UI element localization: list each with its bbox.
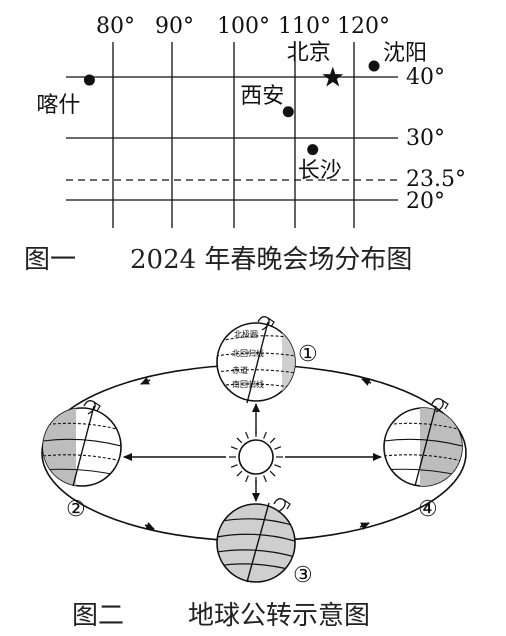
sun-ray (274, 464, 282, 468)
city-label: 沈阳 (383, 41, 427, 66)
orbit-direction-arrow (144, 522, 155, 530)
figure2-caption-title: 地球公转示意图 (188, 601, 370, 631)
city-dot-icon (83, 74, 95, 86)
position-label-3: ③ (293, 563, 313, 588)
sun-ray (230, 446, 238, 450)
sun-icon (229, 430, 283, 484)
city-北京: 北京 (287, 41, 344, 87)
earth-revolution-diagram: 北极圈 北回归线 赤道 南回归线 (41, 316, 467, 588)
longitude-label: 100° (217, 14, 270, 39)
longitude-labels: 80° 90° 100° 110°120° (96, 14, 390, 39)
sun-ray (245, 475, 249, 483)
city-喀什: 喀什 (36, 74, 95, 118)
figure2-caption-number: 图二 (72, 601, 124, 631)
city-长沙: 长沙 (298, 144, 342, 184)
latitude-label: 30° (406, 126, 445, 151)
position-label-4: ④ (418, 497, 438, 522)
equator-label: 赤道 (232, 365, 248, 375)
longitude-label: 110° (278, 14, 331, 39)
longitude-label: 120° (337, 14, 390, 39)
sun-ray (245, 431, 249, 439)
orbit-direction-arrow (359, 522, 370, 530)
city-label: 北京 (287, 41, 331, 66)
latitude-labels: 40° 30° 23.5°20° (406, 65, 466, 214)
position-label-1: ① (298, 342, 318, 367)
sun-ray (230, 464, 238, 468)
earth-globe-3 (216, 498, 296, 583)
grid-lines (66, 42, 398, 228)
longitude-label: 90° (155, 14, 194, 39)
tropic-of-cancer-label: 北回归线 (232, 348, 264, 358)
figure1-caption-number: 图一 (24, 245, 76, 275)
sun-ray (263, 475, 267, 483)
city-dot-icon (282, 106, 294, 118)
city-沈阳: 沈阳 (368, 41, 427, 72)
arctic-circle-label: 北极圈 (234, 329, 258, 339)
latitude-label: 23.5° (406, 167, 466, 192)
capital-star-icon (322, 66, 344, 87)
city-dot-icon (307, 144, 319, 156)
city-label: 长沙 (298, 159, 342, 184)
sun-ray (263, 431, 267, 439)
earth-globe-4 (383, 398, 463, 487)
sun-ray (236, 437, 243, 444)
latlon-grid-map: 80° 90° 100° 110°120° 40° 30° 23.5°20° 喀什 西安北京… (36, 14, 466, 228)
latitude-label: 20° (406, 189, 445, 214)
latitude-label: 40° (406, 65, 445, 90)
figure1-caption-title: 2024 年春晚会场分布图 (130, 245, 412, 275)
orbit-direction-arrow (140, 377, 151, 385)
city-dot-icon (368, 60, 380, 72)
sun-ray (269, 470, 276, 477)
sun-ray (274, 446, 282, 450)
city-label: 西安 (240, 84, 284, 109)
longitude-label: 80° (96, 14, 135, 39)
orbit-direction-arrow (361, 378, 372, 386)
position-label-2: ② (66, 497, 86, 522)
sun-ray (236, 470, 243, 477)
earth-globe-2 (42, 400, 122, 487)
sun-ray (269, 437, 276, 444)
city-西安: 西安 (240, 84, 294, 118)
city-label: 喀什 (36, 93, 80, 118)
earth-globe-1: 北极圈 北回归线 赤道 南回归线 (216, 316, 296, 404)
tropic-of-capricorn-label: 南回归线 (232, 379, 264, 389)
